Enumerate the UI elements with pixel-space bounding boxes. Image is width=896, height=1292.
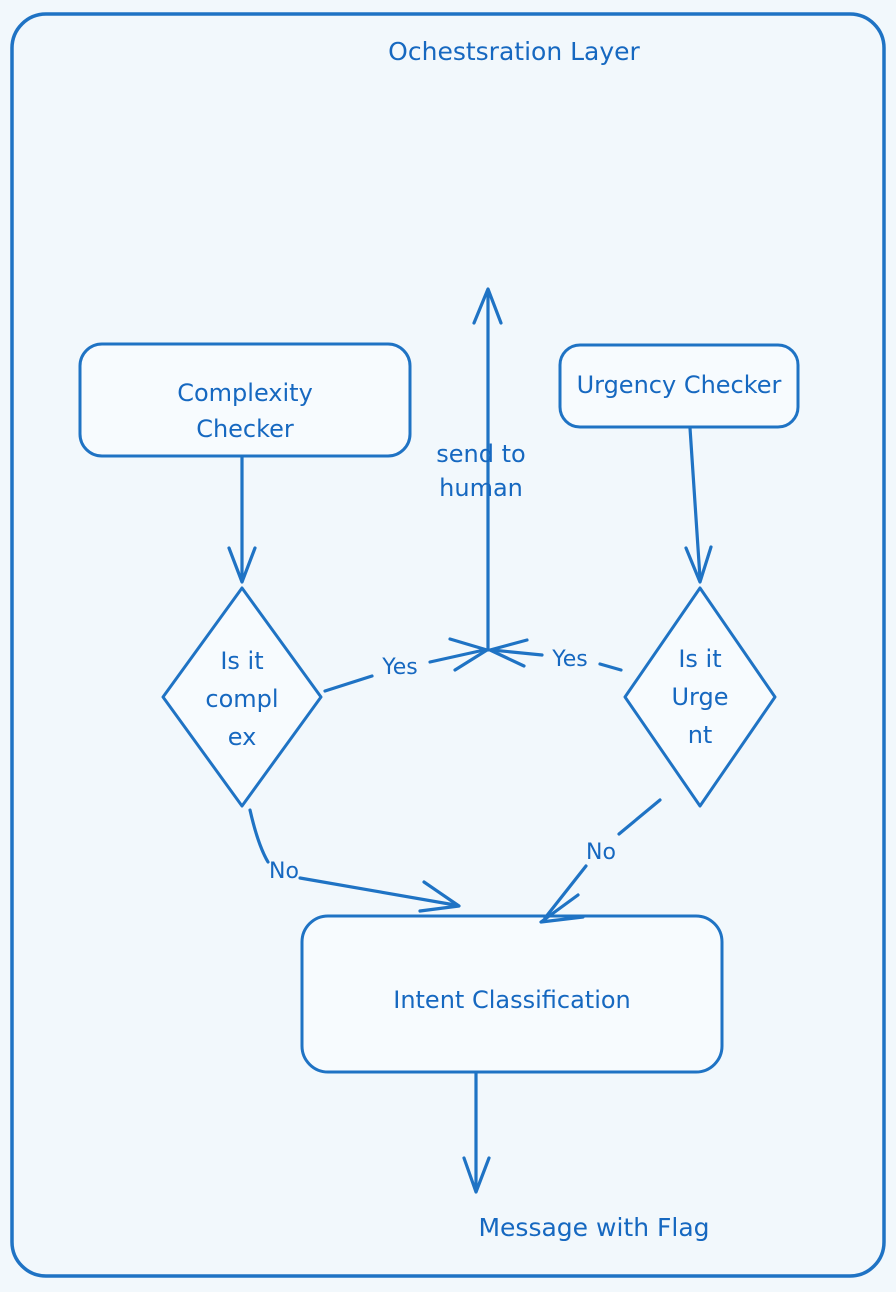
node-is-it-complex-label-2: compl <box>205 685 278 713</box>
node-urgency-checker-label: Urgency Checker <box>577 371 782 399</box>
edge-label-urgent-yes: Yes <box>551 647 588 672</box>
edge-label-complex-no: No <box>269 859 299 884</box>
edge-label-send-to-human: send to <box>436 440 525 468</box>
edge-label-urgent-no: No <box>586 840 616 865</box>
node-message-with-flag: Message with Flag <box>478 1213 709 1242</box>
edge-intent-to-flag <box>462 1071 491 1194</box>
node-intent-classification-label: Intent Classification <box>393 986 631 1014</box>
node-is-it-urgent-label: Is it <box>678 645 721 673</box>
node-is-it-urgent-label-2: Urge <box>671 683 728 711</box>
edge-urgent-no: No <box>539 798 662 924</box>
node-urgency-checker[interactable] <box>558 343 800 429</box>
orchestration-layer-frame <box>10 12 886 1278</box>
edge-complexity-to-complex <box>227 455 257 584</box>
edge-label-complex-yes: Yes <box>381 655 418 680</box>
frame-title: Ochestsration Layer <box>388 37 640 66</box>
edge-urgent-yes: Yes <box>488 638 623 672</box>
edge-complex-yes: Yes <box>323 637 489 693</box>
node-is-it-complex[interactable] <box>161 586 323 808</box>
node-is-it-complex-label-3: ex <box>228 723 257 751</box>
node-is-it-urgent[interactable] <box>623 586 777 808</box>
node-intent-classification[interactable] <box>300 914 724 1074</box>
edge-complex-no: No <box>248 808 461 913</box>
edge-urgency-to-urgent <box>684 426 713 584</box>
node-complexity-checker[interactable] <box>78 342 412 458</box>
node-is-it-urgent-label-3: nt <box>688 721 713 749</box>
node-complexity-checker-label: Complexity <box>177 379 313 407</box>
node-complexity-checker-label-2: Checker <box>196 415 294 443</box>
edge-label-send-to-human-2: human <box>439 474 523 502</box>
node-is-it-complex-label: Is it <box>220 647 263 675</box>
edge-send-to-human <box>472 287 503 652</box>
